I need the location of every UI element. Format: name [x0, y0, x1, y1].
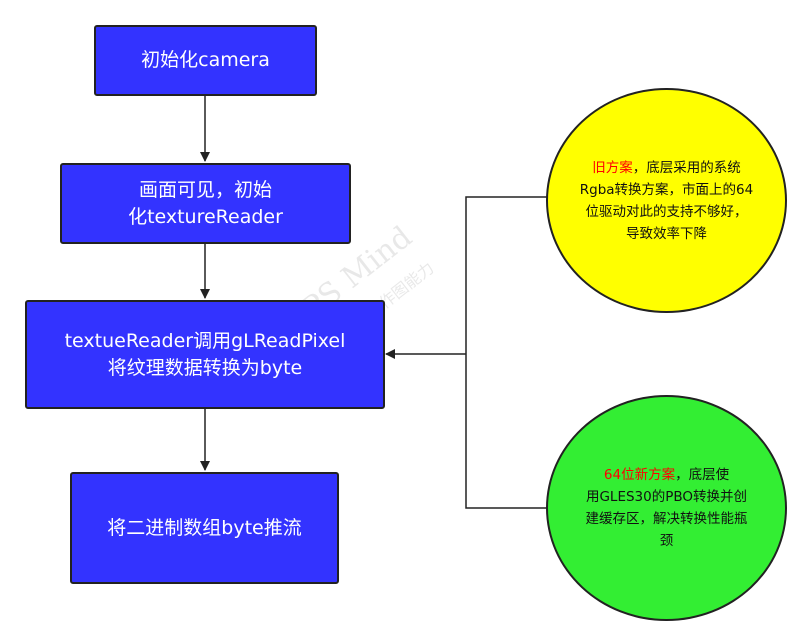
- note-highlight: 64位新方案: [603, 467, 676, 483]
- node-label: 将二进制数组byte推流: [107, 516, 302, 539]
- note-text: Rgba转换方案，市面上的64: [579, 181, 754, 198]
- node-read-pixel: textueReader调用gLReadPixel 将纹理数据转换为byte: [25, 300, 385, 409]
- note-text: 建缓存区，解决转换性能瓶: [585, 511, 748, 527]
- note-text: 位驱动对此的支持不够好，: [585, 203, 748, 220]
- node-push-stream: 将二进制数组byte推流: [70, 472, 339, 584]
- note-text: 用GLES30的PBO转换并创: [585, 489, 748, 505]
- note-new-approach: 64位新方案，底层使 用GLES30的PBO转换并创 建缓存区，解决转换性能瓶 …: [546, 395, 787, 621]
- note-text: 颈: [659, 533, 674, 549]
- note-text: ，底层使: [675, 467, 730, 483]
- node-label-line: 化textureReader: [128, 205, 283, 228]
- node-label-line: 将纹理数据转换为byte: [107, 356, 303, 379]
- node-label-line: 画面可见，初始: [138, 178, 272, 201]
- connector-notes-bracket: [465, 196, 547, 509]
- node-init-texture-reader: 画面可见，初始化textureReader: [60, 163, 351, 244]
- node-init-camera: 初始化camera: [94, 25, 317, 96]
- node-label-line: textueReader调用gLReadPixel: [64, 329, 346, 352]
- node-label: 初始化camera: [141, 49, 270, 71]
- note-old-approach: 旧方案，底层采用的系统 Rgba转换方案，市面上的64 位驱动对此的支持不够好，…: [546, 88, 787, 313]
- note-highlight: 旧方案: [592, 159, 633, 176]
- note-text: 导致效率下降: [625, 225, 707, 242]
- note-text: ，底层采用的系统: [632, 159, 741, 176]
